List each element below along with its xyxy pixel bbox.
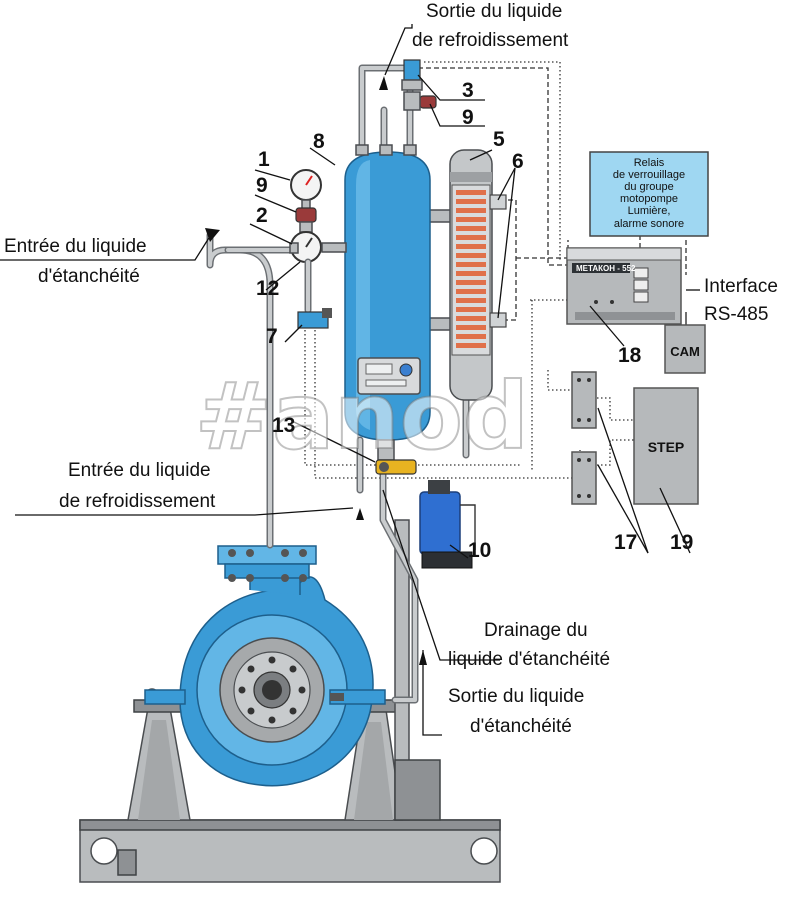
label-interface-line2: RS-485 <box>704 304 768 325</box>
leader-lines <box>0 24 700 736</box>
label-cooling-outlet-line1: Sortie du liquide <box>426 1 562 22</box>
level-scale <box>456 190 486 348</box>
label-drainage-line2: liquide d'étanchéité <box>448 649 610 670</box>
number-2: 2 <box>256 204 268 227</box>
step-label: STEP <box>648 439 685 455</box>
booster-pump-unit <box>419 480 476 569</box>
number-3: 3 <box>462 79 474 102</box>
number-7: 7 <box>266 325 278 348</box>
relay-line3: du groupe <box>624 181 674 193</box>
number-8: 8 <box>313 130 325 153</box>
label-interface-line1: Interface <box>704 276 778 297</box>
centrifugal-pump <box>144 545 386 787</box>
label-seal-inlet-line2: d'étanchéité <box>38 266 140 287</box>
base-frame <box>79 519 501 883</box>
label-seal-outlet-line2: d'étanchéité <box>470 716 572 737</box>
text-labels: Sortie du liquide de refroidissement Ent… <box>4 1 778 737</box>
relay-line5: Lumière, <box>628 205 671 217</box>
label-cooling-outlet-line2: de refroidissement <box>412 30 569 51</box>
instruments <box>289 59 437 520</box>
relay-line2: de verrouillage <box>613 169 685 181</box>
watermark: #anod <box>195 363 529 470</box>
controller-18 <box>566 247 682 325</box>
relay-box-text: Relais de verrouillage du groupe motopom… <box>613 157 685 230</box>
component-numbers: 1 9 2 12 7 8 3 9 5 6 13 10 18 17 19 <box>256 79 693 562</box>
label-drainage-line1: Drainage du <box>484 620 588 641</box>
relay-line6: alarme sonore <box>614 218 684 230</box>
label-cooling-inlet-line2: de refroidissement <box>59 491 216 512</box>
controller-name: МЕТАКОН - 552 <box>576 264 636 273</box>
number-12: 12 <box>256 277 279 300</box>
cam-label: CAM <box>670 344 700 359</box>
number-6: 6 <box>512 150 524 173</box>
relay-line1: Relais <box>634 157 665 169</box>
number-1: 1 <box>258 148 270 171</box>
step-box-19 <box>633 387 699 505</box>
level-indicator <box>449 149 507 401</box>
modules-17 <box>571 371 597 505</box>
sealing-vessel <box>344 144 431 461</box>
label-seal-outlet-line1: Sortie du liquide <box>448 686 584 707</box>
number-5: 5 <box>493 128 505 151</box>
cam-box <box>664 324 706 374</box>
number-9-top: 9 <box>462 106 474 129</box>
number-10: 10 <box>468 539 491 562</box>
label-seal-inlet-line1: Entrée du liquide <box>4 236 147 257</box>
number-19: 19 <box>670 531 693 554</box>
number-9-left: 9 <box>256 174 268 197</box>
label-cooling-inlet-line1: Entrée du liquide <box>68 460 211 481</box>
number-17: 17 <box>614 531 637 554</box>
number-13: 13 <box>272 414 295 437</box>
number-18: 18 <box>618 344 642 367</box>
relay-line4: motopompe <box>620 193 678 205</box>
relay-box <box>589 151 709 237</box>
